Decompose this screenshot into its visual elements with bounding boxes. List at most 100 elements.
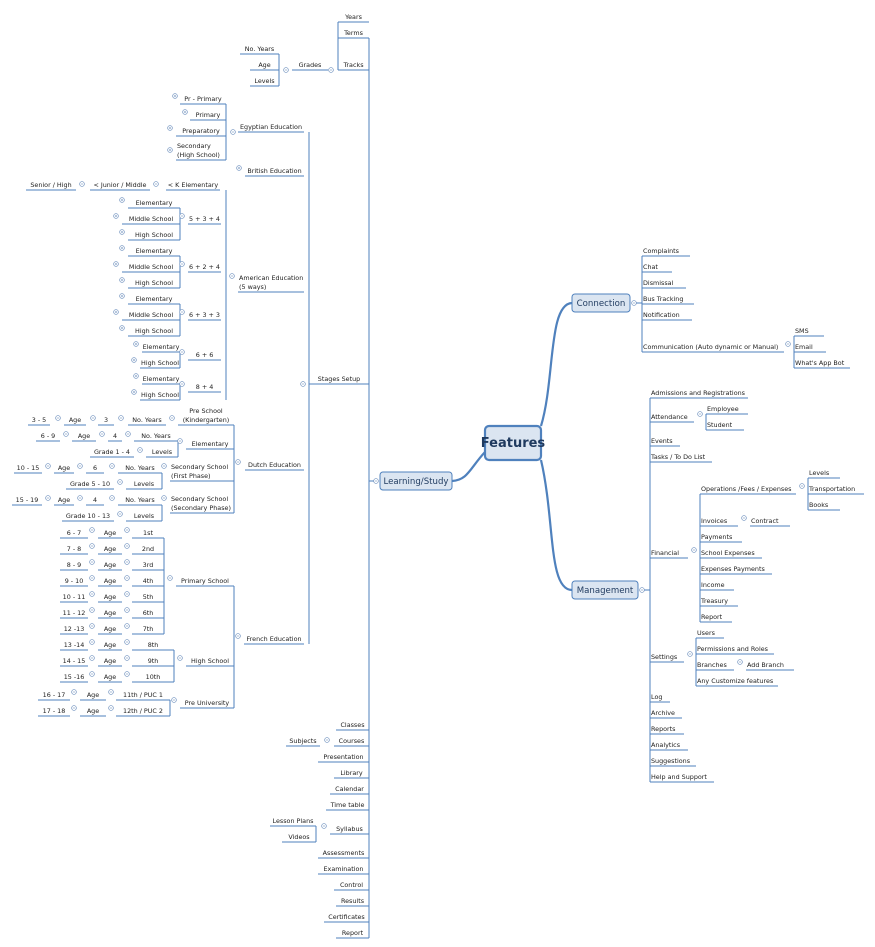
node-tracks[interactable]: Tracks: [342, 61, 364, 69]
node-age[interactable]: Age: [104, 657, 116, 665]
expand-toggle-icon[interactable]: [236, 165, 242, 171]
node-pre-university[interactable]: Pre University: [185, 699, 230, 707]
node-senior-high[interactable]: Senior / High: [30, 181, 71, 189]
collapse-toggle-icon[interactable]: [741, 515, 747, 521]
node-report[interactable]: Report: [701, 613, 723, 621]
node-secondary[interactable]: Secondary: [177, 142, 211, 150]
collapse-toggle-icon[interactable]: [89, 623, 95, 629]
node-books[interactable]: Books: [809, 501, 829, 509]
collapse-toggle-icon[interactable]: [124, 575, 130, 581]
collapse-toggle-icon[interactable]: [691, 547, 697, 553]
node-age[interactable]: Age: [104, 529, 116, 537]
node-levels[interactable]: Levels: [134, 512, 155, 520]
node-14-15[interactable]: 14 - 15: [63, 657, 86, 665]
learning-study-node-box[interactable]: [379, 471, 453, 491]
collapse-toggle-icon[interactable]: [125, 431, 131, 437]
collapse-toggle-icon[interactable]: [45, 495, 51, 501]
node-syllabus[interactable]: Syllabus: [336, 825, 363, 833]
node-permissions-and-roles[interactable]: Permissions and Roles: [697, 645, 769, 653]
node-secondary-phase[interactable]: (Secondary Phase): [171, 504, 231, 512]
node-high-school[interactable]: (High School): [177, 151, 220, 159]
collapse-toggle-icon[interactable]: [283, 67, 289, 73]
node-primary[interactable]: Primary: [196, 111, 221, 119]
collapse-toggle-icon[interactable]: [124, 527, 130, 533]
node-8-9[interactable]: 8 - 9: [67, 561, 82, 569]
expand-toggle-icon[interactable]: [113, 213, 119, 219]
expand-toggle-icon[interactable]: [172, 93, 178, 99]
node-chat[interactable]: Chat: [643, 263, 658, 271]
expand-toggle-icon[interactable]: [119, 277, 125, 283]
node-secondary-school[interactable]: Secondary School: [171, 463, 228, 471]
node-age[interactable]: Age: [87, 691, 99, 699]
node-subjects[interactable]: Subjects: [289, 737, 317, 745]
collapse-toggle-icon[interactable]: [167, 575, 173, 581]
node-presentation[interactable]: Presentation: [323, 753, 363, 761]
node-grade-5-10[interactable]: Grade 5 - 10: [70, 480, 110, 488]
node-suggestions[interactable]: Suggestions: [651, 757, 691, 765]
expand-toggle-icon[interactable]: [133, 341, 139, 347]
node-no-years[interactable]: No. Years: [125, 464, 155, 472]
node-dismissal[interactable]: Dismissal: [643, 279, 674, 287]
node-reports[interactable]: Reports: [651, 725, 676, 733]
node-6-3-3[interactable]: 6 + 3 + 3: [189, 311, 220, 319]
node-french-education[interactable]: French Education: [246, 635, 301, 643]
node-bus-tracking[interactable]: Bus Tracking: [643, 295, 683, 303]
expand-toggle-icon[interactable]: [119, 197, 125, 203]
expand-toggle-icon[interactable]: [133, 373, 139, 379]
collapse-toggle-icon[interactable]: [89, 591, 95, 597]
node-elementary[interactable]: Elementary: [136, 199, 173, 207]
node-notification[interactable]: Notification: [643, 311, 680, 319]
node-6th[interactable]: 6th: [143, 609, 154, 617]
node-elementary[interactable]: Elementary: [143, 375, 180, 383]
collapse-toggle-icon[interactable]: [63, 431, 69, 437]
node-terms[interactable]: Terms: [343, 29, 363, 37]
node-pre-school[interactable]: Pre School: [189, 407, 223, 415]
node-archive[interactable]: Archive: [651, 709, 675, 717]
node-courses[interactable]: Courses: [339, 737, 365, 745]
node-8th[interactable]: 8th: [148, 641, 159, 649]
node-4[interactable]: 4: [113, 432, 117, 440]
collapse-toggle-icon[interactable]: [90, 415, 96, 421]
node-elementary[interactable]: Elementary: [136, 247, 173, 255]
collapse-toggle-icon[interactable]: [799, 483, 805, 489]
management-node-box[interactable]: [571, 580, 639, 600]
collapse-toggle-icon[interactable]: [89, 607, 95, 613]
collapse-toggle-icon[interactable]: [109, 463, 115, 469]
expand-toggle-icon[interactable]: [119, 325, 125, 331]
node-employee[interactable]: Employee: [707, 405, 739, 413]
node-age[interactable]: Age: [104, 577, 116, 585]
collapse-toggle-icon[interactable]: [161, 495, 167, 501]
node-4th[interactable]: 4th: [143, 577, 154, 585]
node-certificates[interactable]: Certificates: [328, 913, 365, 921]
collapse-toggle-icon[interactable]: [118, 415, 124, 421]
node-preparatory[interactable]: Preparatory: [182, 127, 220, 135]
node-first-phase[interactable]: (First Phase): [171, 472, 211, 480]
node-15-19[interactable]: 15 - 19: [16, 496, 39, 504]
node-lesson-plans[interactable]: Lesson Plans: [273, 817, 315, 825]
node-calendar[interactable]: Calendar: [335, 785, 364, 793]
node-age[interactable]: Age: [258, 61, 270, 69]
expand-toggle-icon[interactable]: [113, 261, 119, 267]
collapse-toggle-icon[interactable]: [179, 261, 185, 267]
node-age[interactable]: Age: [104, 593, 116, 601]
node-5-3-4[interactable]: 5 + 3 + 4: [189, 215, 220, 223]
node-income[interactable]: Income: [701, 581, 725, 589]
collapse-toggle-icon[interactable]: [99, 431, 105, 437]
expand-toggle-icon[interactable]: [119, 229, 125, 235]
node-tasks-to-do-list[interactable]: Tasks / To Do List: [650, 453, 706, 461]
collapse-toggle-icon[interactable]: [229, 273, 235, 279]
node-3-5[interactable]: 3 - 5: [32, 416, 47, 424]
node-time-table[interactable]: Time table: [330, 801, 365, 809]
collapse-toggle-icon[interactable]: [161, 463, 167, 469]
node-no-years[interactable]: No. Years: [245, 45, 275, 53]
collapse-toggle-icon[interactable]: [321, 823, 327, 829]
collapse-toggle-icon[interactable]: [179, 349, 185, 355]
collapse-toggle-icon[interactable]: [687, 651, 693, 657]
node-age[interactable]: Age: [104, 545, 116, 553]
node-15-16[interactable]: 15 -16: [64, 673, 85, 681]
expand-toggle-icon[interactable]: [119, 245, 125, 251]
expand-toggle-icon[interactable]: [182, 109, 188, 115]
expand-toggle-icon[interactable]: [119, 293, 125, 299]
node-classes[interactable]: Classes: [340, 721, 365, 729]
collapse-toggle-icon[interactable]: [89, 639, 95, 645]
